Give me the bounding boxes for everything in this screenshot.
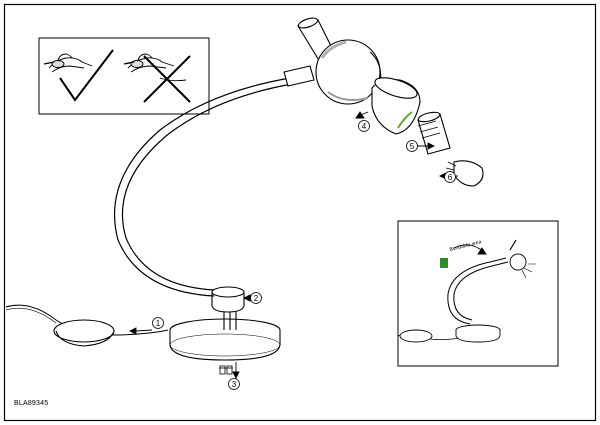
gooseneck-arm[interactable] — [114, 77, 291, 297]
inset-green-tag — [440, 258, 448, 268]
base-collar — [211, 292, 245, 313]
exploded-parts — [371, 77, 484, 187]
hand-pinching-icon — [43, 53, 93, 73]
screw-icon — [219, 365, 233, 375]
step-number-2: 2 — [254, 294, 259, 303]
lamp-head[interactable] — [315, 39, 381, 105]
power-cable-inner — [5, 307, 57, 324]
cable-switch[interactable] — [53, 319, 115, 343]
step-badge-5 — [406, 140, 418, 152]
model-code: BLA89345 — [14, 400, 49, 407]
step-number-badges — [152, 120, 456, 390]
inset-arm — [447, 257, 507, 325]
sheet-frame — [3, 3, 597, 422]
arm-coupling — [283, 65, 315, 87]
check-mark — [59, 49, 114, 102]
step-badge-1 — [152, 317, 164, 329]
cross-mark — [143, 55, 191, 103]
step-numbers: 1 2 3 4 5 6 — [156, 122, 453, 389]
step-badge-3 — [228, 378, 240, 390]
bendable-area-inset: Bendable area — [397, 220, 559, 367]
handling-warning-panel — [38, 37, 210, 115]
step-badge-4 — [358, 120, 370, 132]
step-badge-6 — [444, 171, 456, 183]
warning-panel-frame — [38, 37, 210, 115]
inset-head — [509, 253, 527, 271]
halogen-bulb[interactable] — [453, 160, 484, 187]
step-number-4: 4 — [362, 122, 367, 131]
inset-switch — [399, 329, 433, 343]
step-number-1: 1 — [156, 319, 161, 328]
step-number-3: 3 — [232, 380, 237, 389]
lamp-base-side — [169, 330, 281, 361]
step-number-5: 5 — [410, 142, 415, 151]
step-badge-2 — [250, 292, 262, 304]
step-number-6: 6 — [448, 173, 453, 182]
lamp-main-drawing — [5, 17, 382, 361]
